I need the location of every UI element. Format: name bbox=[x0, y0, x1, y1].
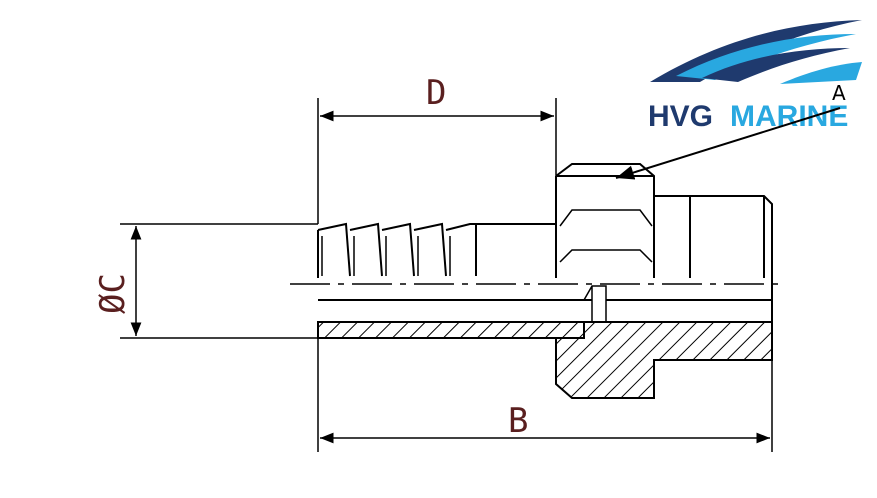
dimension-c-label: ØC bbox=[93, 273, 133, 314]
dimension-d-label: D bbox=[426, 73, 446, 113]
male-thread-top bbox=[654, 195, 773, 336]
hvg-marine-logo: HVG MARINE bbox=[648, 20, 862, 133]
hex-nut bbox=[555, 163, 655, 278]
callout-a: A bbox=[615, 81, 846, 180]
fitting-body bbox=[317, 163, 773, 399]
barb-profile-top bbox=[317, 222, 477, 277]
dimension-b-label: B bbox=[508, 401, 528, 441]
dimension-c: ØC bbox=[93, 223, 318, 339]
callout-a-label: A bbox=[832, 81, 846, 105]
logo-brand-second: MARINE bbox=[730, 100, 848, 133]
dimension-d: D bbox=[317, 73, 557, 224]
dimension-b: B bbox=[317, 334, 773, 452]
logo-brand-first: HVG bbox=[648, 100, 713, 133]
section-barb bbox=[317, 321, 585, 339]
boat-swoosh-icon bbox=[650, 20, 862, 84]
callout-leader-line bbox=[615, 107, 841, 180]
section-body bbox=[555, 321, 773, 399]
